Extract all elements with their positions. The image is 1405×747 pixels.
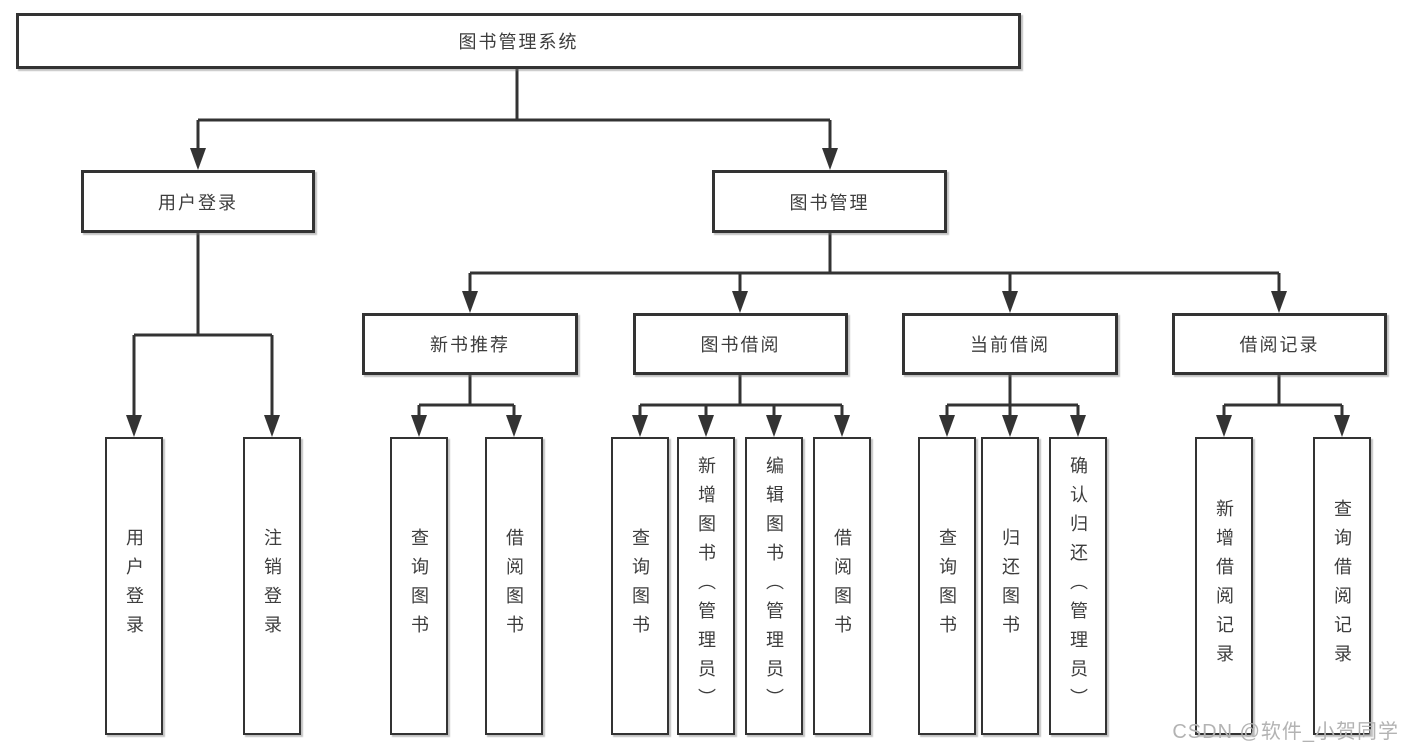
leaf-edit-book-admin: 编辑图书（管理员） xyxy=(745,437,803,735)
leaf-return-books: 归还图书 xyxy=(981,437,1039,735)
leaf-recommend-borrow-books-label: 借阅图书 xyxy=(504,528,524,644)
leaf-confirm-return-admin-label: 确认归还（管理员） xyxy=(1068,455,1088,717)
leaf-confirm-return-admin: 确认归还（管理员） xyxy=(1049,437,1107,735)
leaf-add-book-admin: 新增图书（管理员） xyxy=(677,437,735,735)
node-root-label: 图书管理系统 xyxy=(458,32,579,52)
node-book-borrow-label: 图书借阅 xyxy=(700,335,781,355)
node-borrow-records: 借阅记录 xyxy=(1172,313,1387,375)
leaf-current-query-books-label: 查询图书 xyxy=(937,528,957,644)
arrowheads xyxy=(126,148,1350,437)
node-book-management-label: 图书管理 xyxy=(789,192,870,213)
leaf-borrow-query-books: 查询图书 xyxy=(611,437,669,735)
leaf-add-borrow-record-label: 新增借阅记录 xyxy=(1214,499,1234,673)
leaf-add-book-admin-label: 新增图书（管理员） xyxy=(696,455,716,717)
leaf-edit-book-admin-label: 编辑图书（管理员） xyxy=(764,455,784,717)
node-borrow-records-label: 借阅记录 xyxy=(1239,335,1320,355)
node-book-management: 图书管理 xyxy=(712,170,947,233)
leaf-user-login-label: 用户登录 xyxy=(124,528,144,644)
node-current-borrow: 当前借阅 xyxy=(902,313,1118,375)
leaf-borrow-query-books-label: 查询图书 xyxy=(630,528,650,644)
leaf-return-books-label: 归还图书 xyxy=(1000,528,1020,644)
leaf-borrow-books: 借阅图书 xyxy=(813,437,871,735)
leaf-recommend-borrow-books: 借阅图书 xyxy=(485,437,543,735)
leaf-recommend-query-books: 查询图书 xyxy=(390,437,448,735)
node-book-borrow: 图书借阅 xyxy=(633,313,848,375)
node-new-book-recommend: 新书推荐 xyxy=(362,313,578,375)
node-user-login: 用户登录 xyxy=(81,170,315,233)
leaf-query-borrow-record-label: 查询借阅记录 xyxy=(1332,499,1352,673)
node-current-borrow-label: 当前借阅 xyxy=(970,335,1050,355)
csdn-watermark: CSDN @软件_小贺同学 xyxy=(1172,721,1399,743)
leaf-recommend-query-books-label: 查询图书 xyxy=(409,528,429,644)
leaf-add-borrow-record: 新增借阅记录 xyxy=(1195,437,1253,735)
node-root: 图书管理系统 xyxy=(16,13,1021,69)
leaf-query-borrow-record: 查询借阅记录 xyxy=(1313,437,1371,735)
leaf-logout: 注销登录 xyxy=(243,437,301,735)
leaf-current-query-books: 查询图书 xyxy=(918,437,976,735)
leaf-borrow-books-label: 借阅图书 xyxy=(832,528,852,644)
node-new-book-recommend-label: 新书推荐 xyxy=(430,335,510,355)
leaf-logout-label: 注销登录 xyxy=(262,528,282,644)
node-user-login-label: 用户登录 xyxy=(158,192,238,213)
leaf-user-login: 用户登录 xyxy=(105,437,163,735)
